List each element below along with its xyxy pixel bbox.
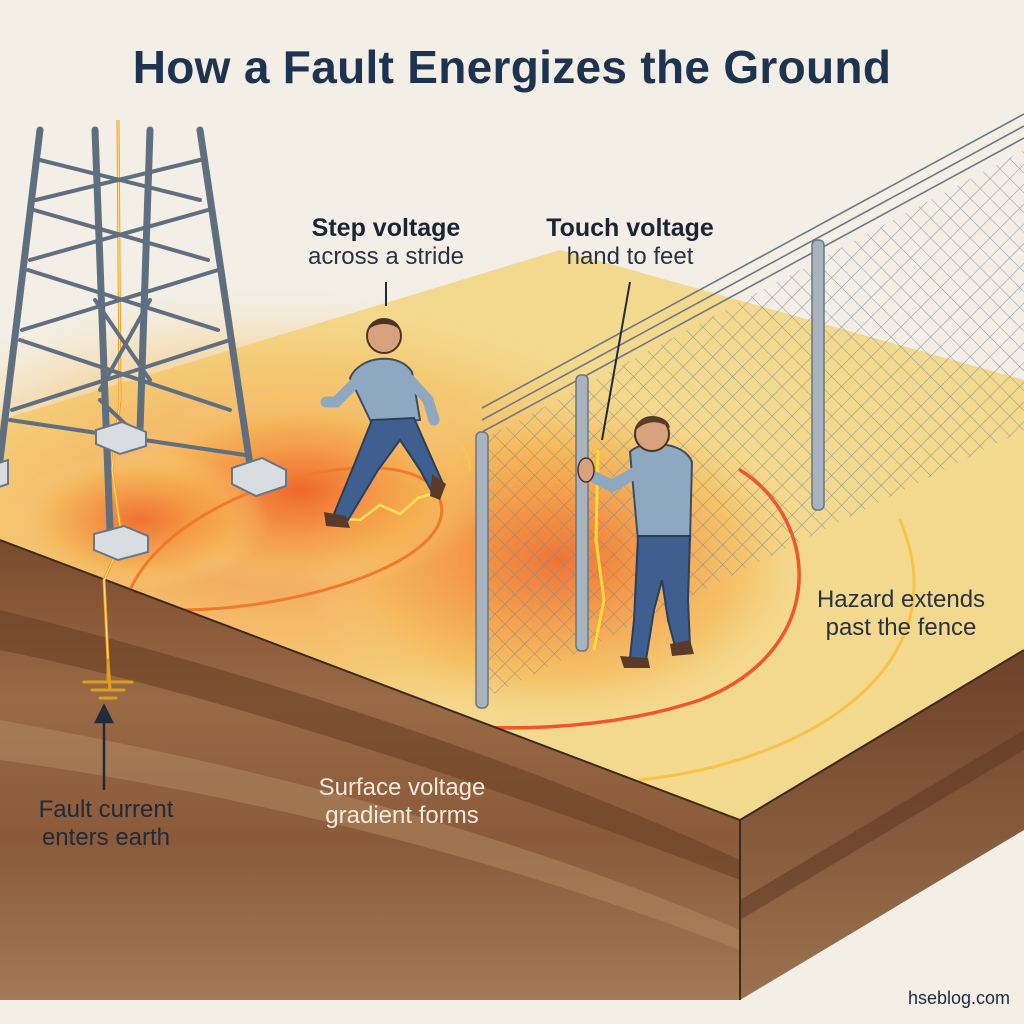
barbed-wire [481, 113, 1024, 433]
touch-voltage-subtitle: hand to feet [566, 242, 694, 270]
step-spark [329, 490, 439, 522]
gradient-line-1: Surface voltage [318, 774, 486, 801]
hazard-line-1: Hazard extends [816, 586, 986, 613]
watermark: hseblog.com [907, 988, 1010, 1008]
step-voltage-title: Step voltage [311, 214, 461, 242]
soil-band-2 [0, 720, 740, 950]
fault-line-1: Fault current [38, 796, 174, 823]
touch-voltage-title: Touch voltage [546, 214, 714, 242]
gradient-line-2: gradient forms [325, 801, 479, 829]
tower [0, 126, 254, 534]
heat-zone-core [10, 450, 270, 590]
fence-posts [475, 239, 825, 709]
page-title: How a Fault Energizes the Ground [132, 41, 892, 93]
fault-current-label: Fault current enters earth [6, 796, 206, 851]
soil-band [0, 610, 740, 880]
ground-symbol [82, 658, 134, 700]
fault-line-2: enters earth [41, 823, 171, 851]
walking-person [320, 318, 446, 528]
touching-person [577, 416, 694, 668]
touch-current [592, 449, 606, 651]
fence-mesh [482, 150, 1024, 700]
gradient-label: Surface voltage gradient forms [292, 774, 512, 829]
step-voltage-label: Step voltage across a stride [276, 214, 496, 270]
tower-footings [0, 420, 287, 562]
touch-voltage-label: Touch voltage hand to feet [520, 214, 740, 270]
hazard-label: Hazard extends past the fence [790, 586, 1012, 641]
hazard-line-2: past the fence [825, 613, 977, 641]
leader-lines [385, 281, 631, 441]
step-voltage-subtitle: across a stride [307, 242, 465, 270]
fault-arrow [93, 703, 115, 790]
